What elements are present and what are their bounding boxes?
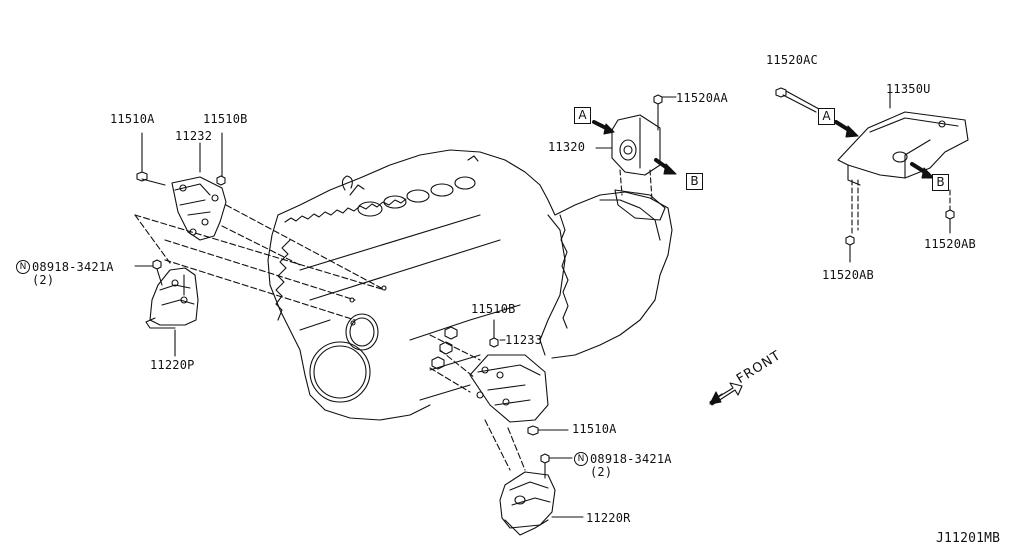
label-11220P: 11220P xyxy=(150,358,195,372)
label-11510B-mid: 11510B xyxy=(471,302,516,316)
bracket-11350U xyxy=(775,87,969,263)
projection-lines-bottom xyxy=(429,334,526,471)
label-11232: 11232 xyxy=(175,129,213,143)
label-08918-left: 08918-3421A xyxy=(32,260,114,274)
label-11520AB-right: 11520AB xyxy=(924,237,976,251)
label-11510A-top: 11510A xyxy=(110,112,155,126)
projection-lines-left xyxy=(134,204,386,321)
nut-symbol-bottom: N xyxy=(574,452,588,466)
label-08918-bottom-qty: (2) xyxy=(590,465,613,479)
diagram-id: J11201MB xyxy=(936,531,1001,546)
label-11510A-bottom: 11510A xyxy=(572,422,617,436)
bracket-11232 xyxy=(136,132,227,241)
mount-11220P xyxy=(134,259,199,357)
engine-block xyxy=(267,149,673,421)
label-11350U: 11350U xyxy=(886,82,931,96)
bracket-11233 xyxy=(431,319,569,436)
mount-11220R xyxy=(499,453,584,536)
label-11233: 11233 xyxy=(505,333,543,347)
ref-box-b-left: B xyxy=(686,173,703,190)
label-11320: 11320 xyxy=(548,140,586,154)
front-arrow xyxy=(709,382,743,406)
ref-box-a-right: A xyxy=(818,108,835,125)
label-11520AC: 11520AC xyxy=(766,53,818,67)
insulator-11320 xyxy=(592,94,677,221)
nut-symbol-left: N xyxy=(16,260,30,274)
label-11520AA: 11520AA xyxy=(676,91,728,105)
label-11220R: 11220R xyxy=(586,511,631,525)
ref-box-b-right: B xyxy=(932,174,949,191)
label-08918-bottom: 08918-3421A xyxy=(590,452,672,466)
label-11520AB-left: 11520AB xyxy=(822,268,874,282)
ref-box-a-left: A xyxy=(574,107,591,124)
label-08918-left-qty: (2) xyxy=(32,273,55,287)
label-11510B-top: 11510B xyxy=(203,112,248,126)
